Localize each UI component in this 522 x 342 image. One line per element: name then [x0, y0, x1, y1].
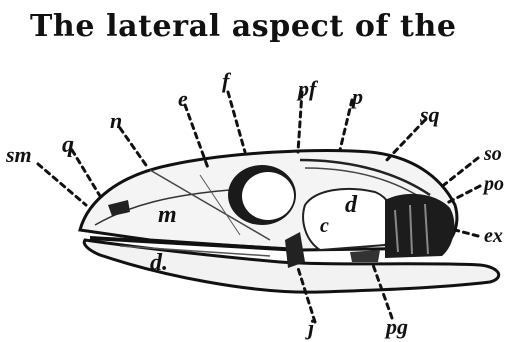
label-d-upper: d — [345, 192, 358, 218]
label-po: po — [482, 173, 504, 195]
label-n: n — [110, 108, 122, 133]
label-pf: pf — [296, 76, 319, 101]
label-sm: sm — [5, 142, 32, 167]
label-p: p — [350, 84, 363, 109]
label-pg: pg — [384, 314, 408, 339]
label-m: m — [158, 202, 177, 228]
label-ex: ex — [484, 225, 503, 247]
label-d-lower: d. — [150, 250, 168, 276]
label-e: e — [178, 86, 188, 111]
label-c: c — [320, 215, 329, 237]
skull-drawing — [80, 151, 499, 293]
label-f: f — [222, 68, 232, 93]
label-so: so — [483, 143, 502, 165]
label-q: q — [62, 132, 74, 158]
label-j: j — [305, 315, 315, 340]
label-sq: sq — [419, 102, 440, 127]
